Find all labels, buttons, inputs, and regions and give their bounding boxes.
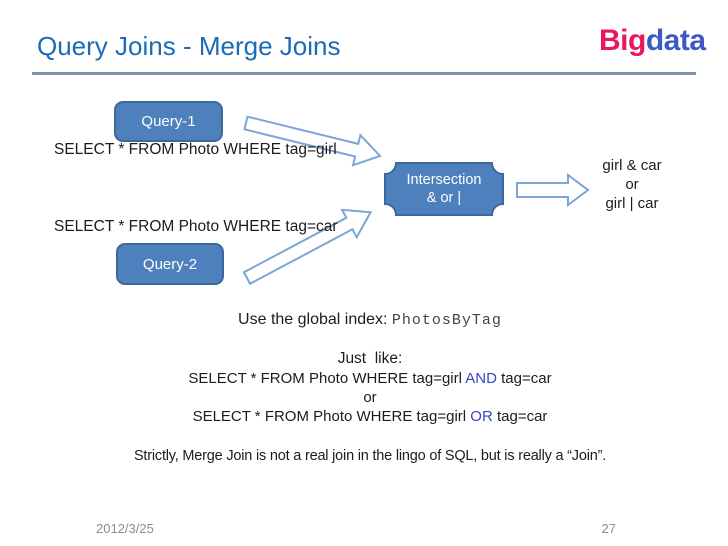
result-line1: girl & car <box>602 157 662 174</box>
sql-or-line: SELECT * FROM Photo WHERE tag=girl OR ta… <box>0 408 728 425</box>
query1-label: Query-1 <box>141 113 196 130</box>
select-girl-text: SELECT * FROM Photo WHERE tag=girl <box>54 141 337 158</box>
and-keyword: AND <box>465 370 497 387</box>
flow-arrow-query1-icon <box>243 115 382 167</box>
just-like-line: Just like: <box>0 350 728 368</box>
sql-or-prefix: SELECT * FROM Photo WHERE tag=girl <box>192 408 471 425</box>
strictly-note: Strictly, Merge Join is not a real join … <box>133 448 607 464</box>
result-line2: or <box>625 176 639 193</box>
query2-label: Query-2 <box>142 255 198 273</box>
global-index-label: Use the global index: <box>238 311 392 328</box>
logo-text-data: data <box>645 24 706 57</box>
sql-and-prefix: SELECT * FROM Photo WHERE tag=girl <box>188 370 466 387</box>
result-arrow-icon <box>516 173 590 207</box>
query2-box: Query-2 <box>116 243 224 285</box>
footer-date: 2012/3/25 <box>96 521 154 536</box>
intersection-line2: & or | <box>426 190 462 206</box>
intersection-label: Intersection & or | <box>385 163 503 215</box>
or-separator: or <box>363 389 377 406</box>
flow-arrow-query2-icon <box>242 208 373 286</box>
logo-text-big: Big <box>599 24 646 57</box>
global-index-line: Use the global index: PhotosByTag <box>0 311 728 329</box>
title-underline <box>32 72 696 75</box>
result-text: girl & car or girl | car <box>584 156 680 213</box>
footer-page-number: 27 <box>601 521 616 536</box>
page-title: Query Joins - Merge Joins <box>37 31 341 61</box>
sql-and-suffix: tag=car <box>496 370 552 387</box>
sql-and-line: SELECT * FROM Photo WHERE tag=girl AND t… <box>0 370 728 387</box>
just-like-text: Just like: <box>337 350 403 367</box>
sql-or-suffix: tag=car <box>492 408 548 425</box>
global-index-value: PhotosByTag <box>391 312 502 329</box>
query1-box: Query-1 <box>114 101 223 142</box>
intersection-shape <box>384 162 504 216</box>
or-keyword: OR <box>470 408 493 425</box>
result-line3: girl | car <box>605 195 659 212</box>
intersection-line1: Intersection <box>406 172 482 188</box>
bigdata-logo: Bigdata <box>599 24 706 58</box>
select-car-text: SELECT * FROM Photo WHERE tag=car <box>54 218 338 235</box>
